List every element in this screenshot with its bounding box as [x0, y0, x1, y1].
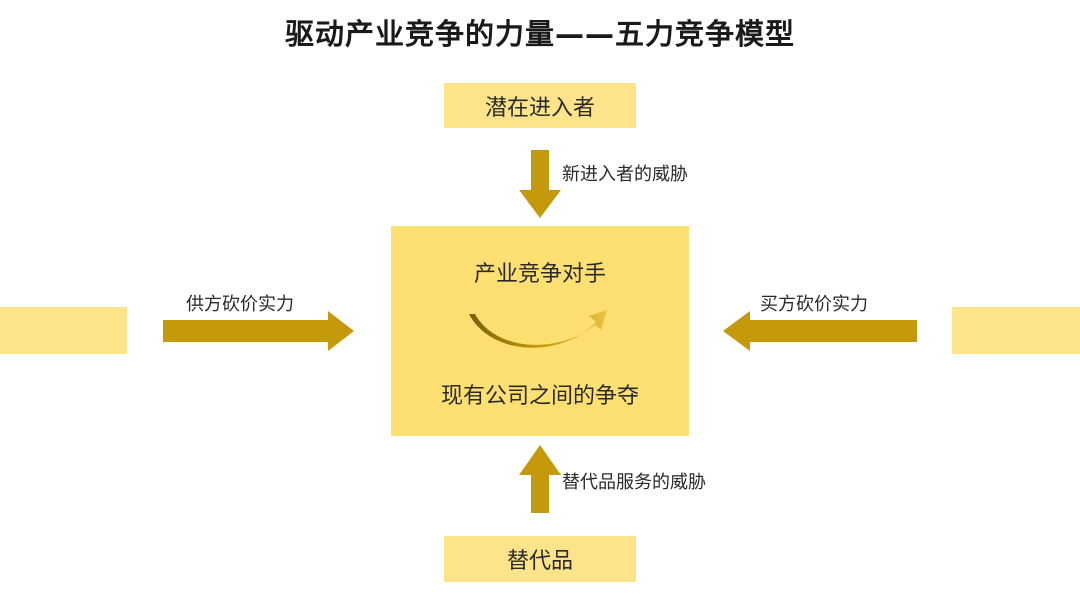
potential-entrants-box: 潜在进入者 [444, 83, 636, 128]
buyer-power-label: 买方砍价实力 [760, 294, 868, 315]
arrow-up-bottom [519, 445, 561, 513]
diagram-title: 驱动产业竞争的力量——五力竞争模型 [284, 17, 795, 51]
supplier-power-label: 供方砍价实力 [186, 294, 294, 315]
arrow-right-left [163, 311, 354, 351]
new-entrants-threat-label: 新进入者的威胁 [562, 164, 688, 185]
buyers-box [952, 307, 1080, 354]
substitutes-box: 替代品 [444, 536, 636, 582]
substitutes-label: 替代品 [506, 549, 573, 574]
industry-competitors-label: 产业竞争对手 [473, 262, 606, 287]
industry-competitors-box: 产业竞争对手 现有公司之间的争夺 [391, 226, 689, 436]
arrow-down-top [519, 150, 561, 218]
potential-entrants-label: 潜在进入者 [484, 95, 595, 121]
suppliers-box [0, 307, 127, 354]
substitutes-threat-label: 替代品服务的威胁 [562, 472, 706, 493]
arrow-left-right [723, 311, 917, 351]
rivalry-curved-arrow-icon [469, 310, 607, 348]
rivalry-label: 现有公司之间的争夺 [440, 384, 639, 409]
